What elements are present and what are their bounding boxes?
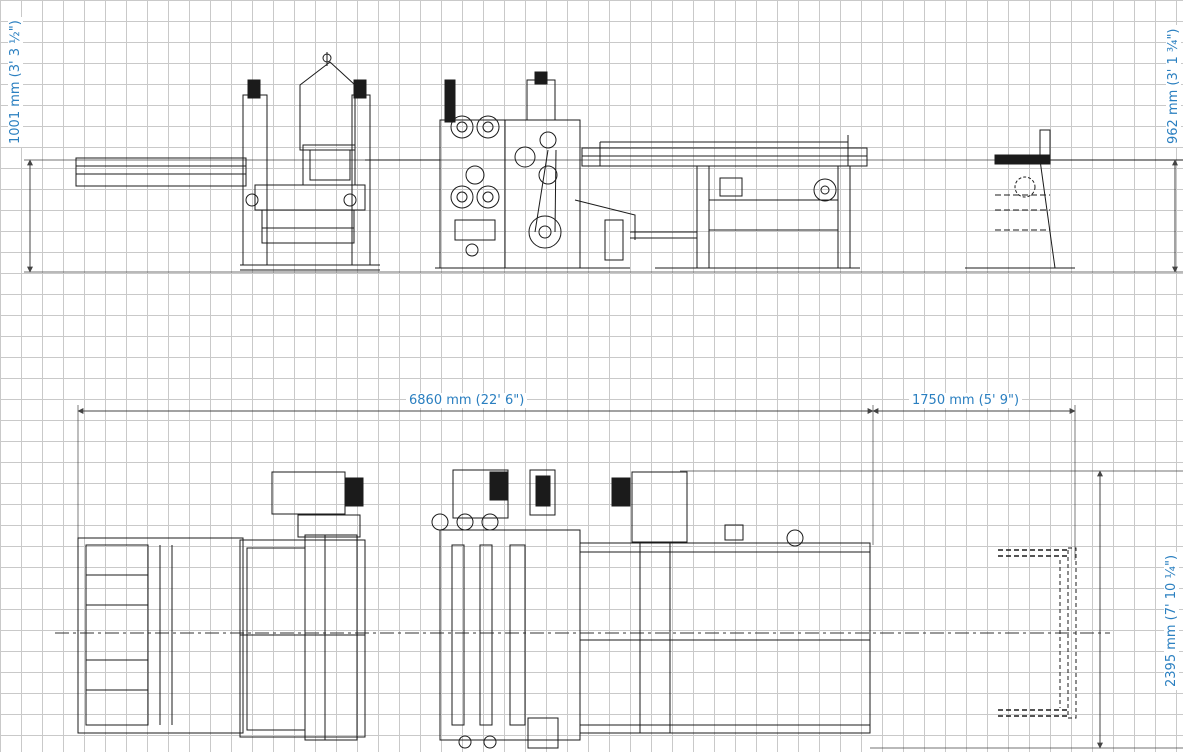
unit-2-plan bbox=[431, 469, 581, 749]
dim-label-side-height-right: 962 mm (3' 1 ¾") bbox=[1166, 25, 1181, 147]
side-elevation-view bbox=[24, 52, 1183, 273]
unit-2-side bbox=[435, 71, 636, 269]
extension-unit-plan bbox=[998, 547, 1077, 719]
dim-label-side-height-left: 1001 mm (3' 3 ½") bbox=[8, 17, 23, 147]
dim-label-top-length-main: 6860 mm (22' 6") bbox=[406, 393, 528, 408]
top-plan-view bbox=[55, 405, 1183, 749]
unit-3-side bbox=[581, 135, 868, 269]
entry-conveyor-plan bbox=[77, 537, 244, 734]
dim-label-top-width: 2395 mm (7' 10 ¼") bbox=[1164, 551, 1179, 690]
extension-unit-side bbox=[965, 129, 1183, 269]
entry-conveyor-side bbox=[75, 157, 247, 187]
unit-1-plan bbox=[239, 471, 366, 741]
dim-label-top-length-ext: 1750 mm (5' 9") bbox=[909, 393, 1023, 408]
unit-3-plan bbox=[579, 471, 871, 734]
unit-1-side bbox=[240, 52, 380, 271]
